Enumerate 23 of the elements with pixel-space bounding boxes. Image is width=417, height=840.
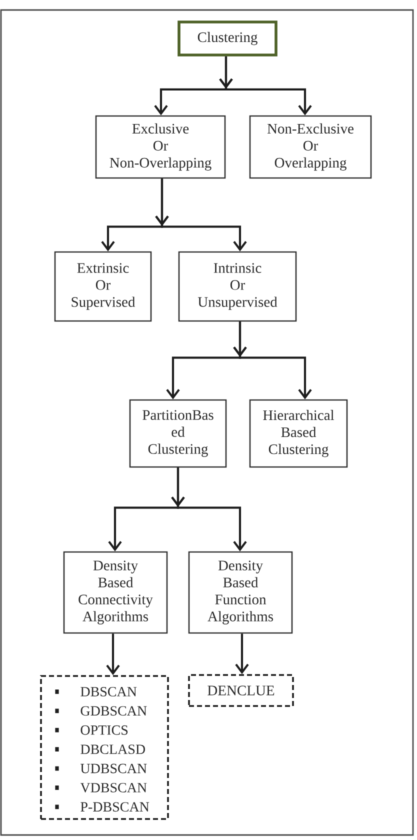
list-item: DBSCAN (80, 687, 137, 696)
category-box: PartitionBas ed Clustering (129, 399, 227, 468)
arrow (171, 468, 247, 552)
arrow (235, 634, 249, 674)
dashed-box: DENCLUE (188, 674, 294, 707)
list-item: P-DBSCAN (80, 802, 150, 812)
list-item: UDBSCAN (80, 764, 147, 774)
arrow (233, 322, 312, 400)
category-box: Hierarchical Based Clustering (249, 399, 348, 468)
category-box: Exclusive Or Non-Overlapping (95, 115, 226, 179)
category-box: Density Based Function Algorithms (188, 551, 293, 634)
arrow (219, 56, 312, 116)
arrow (155, 178, 247, 252)
list-item: OPTICS (80, 725, 128, 735)
list-item: GDBSCAN (80, 706, 147, 716)
list-item: VDBSCAN (80, 782, 147, 792)
arrow (106, 634, 120, 676)
list-item: DBCLASD (80, 744, 145, 754)
category-box: Non-Exclusive Or Overlapping (249, 115, 372, 179)
category-box: Intrinsic Or Unsupervised (178, 251, 297, 322)
category-box: Extrinsic Or Supervised (54, 251, 152, 322)
category-box: Clustering (178, 20, 278, 56)
category-box: Density Based Connectivity Algorithms (63, 551, 168, 634)
